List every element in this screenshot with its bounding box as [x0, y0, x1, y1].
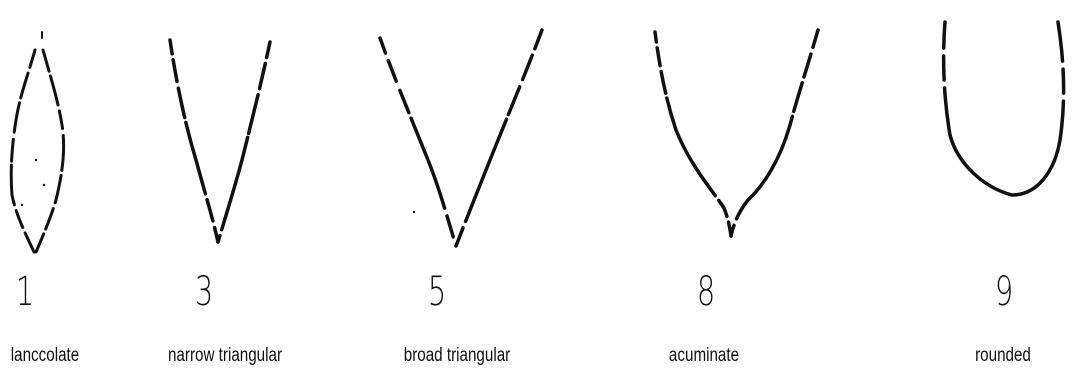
- label-narrow-triangular: narrow triangular: [167, 345, 283, 366]
- score-rounded: 9: [994, 269, 1014, 315]
- score-narrow-triangular: 3: [194, 269, 214, 315]
- acuminate-outline: [653, 28, 820, 238]
- score-lanceolate: 1: [15, 269, 35, 315]
- score-acuminate: 8: [696, 269, 716, 315]
- label-acuminate: acuminate: [668, 345, 740, 366]
- label-lanceolate: lanccolate: [10, 345, 80, 366]
- narrow-triangular-outline: [168, 38, 272, 244]
- lanceolate-outline: [9, 31, 66, 254]
- label-broad-triangular: broad triangular: [403, 345, 511, 366]
- score-broad-triangular: 5: [427, 269, 447, 315]
- rounded-outline: [941, 20, 1066, 197]
- label-rounded: rounded: [975, 345, 1031, 366]
- broad-triangular-outline: [378, 28, 544, 248]
